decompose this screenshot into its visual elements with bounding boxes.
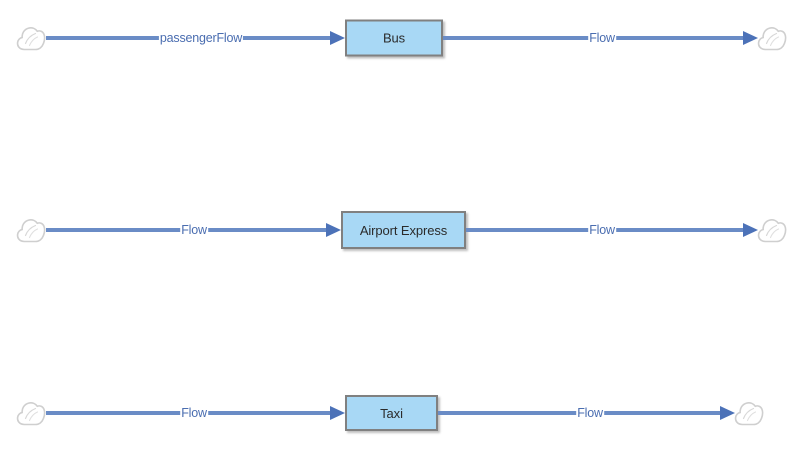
stock-box-bus[interactable]: Bus xyxy=(345,19,443,57)
outflow-label: Flow xyxy=(576,406,604,420)
arrowhead-icon xyxy=(743,31,758,45)
arrowhead-icon xyxy=(330,31,345,45)
inflow-connector[interactable]: Flow xyxy=(46,220,341,240)
outflow-connector[interactable]: Flow xyxy=(443,28,758,48)
cloud-icon[interactable] xyxy=(757,25,787,51)
outflow-connector[interactable]: Flow xyxy=(438,403,735,423)
outflow-connector[interactable]: Flow xyxy=(466,220,758,240)
inflow-connector[interactable]: Flow xyxy=(46,403,345,423)
outflow-label: Flow xyxy=(588,31,616,45)
cloud-icon[interactable] xyxy=(16,400,46,426)
cloud-icon[interactable] xyxy=(757,217,787,243)
arrowhead-icon xyxy=(330,406,345,420)
stock-label: Bus xyxy=(382,30,406,46)
inflow-connector[interactable]: passengerFlow xyxy=(46,28,345,48)
flow-chain-row: passengerFlow Bus Flow xyxy=(0,8,800,68)
arrowhead-icon xyxy=(743,223,758,237)
cloud-icon[interactable] xyxy=(16,217,46,243)
stock-box-airport-express[interactable]: Airport Express xyxy=(341,211,466,249)
arrowhead-icon xyxy=(326,223,341,237)
flow-chain-row: Flow Airport Express Flow xyxy=(0,200,800,260)
inflow-label: Flow xyxy=(180,406,208,420)
stock-label: Airport Express xyxy=(359,222,448,238)
cloud-icon[interactable] xyxy=(16,25,46,51)
stock-label: Taxi xyxy=(380,405,403,421)
arrowhead-icon xyxy=(720,406,735,420)
outflow-label: Flow xyxy=(588,223,616,237)
stock-box-taxi[interactable]: Taxi xyxy=(345,395,438,431)
inflow-label: passengerFlow xyxy=(158,31,244,45)
cloud-icon[interactable] xyxy=(734,400,764,426)
flow-chain-row: Flow Taxi Flow xyxy=(0,383,800,443)
inflow-label: Flow xyxy=(180,223,208,237)
